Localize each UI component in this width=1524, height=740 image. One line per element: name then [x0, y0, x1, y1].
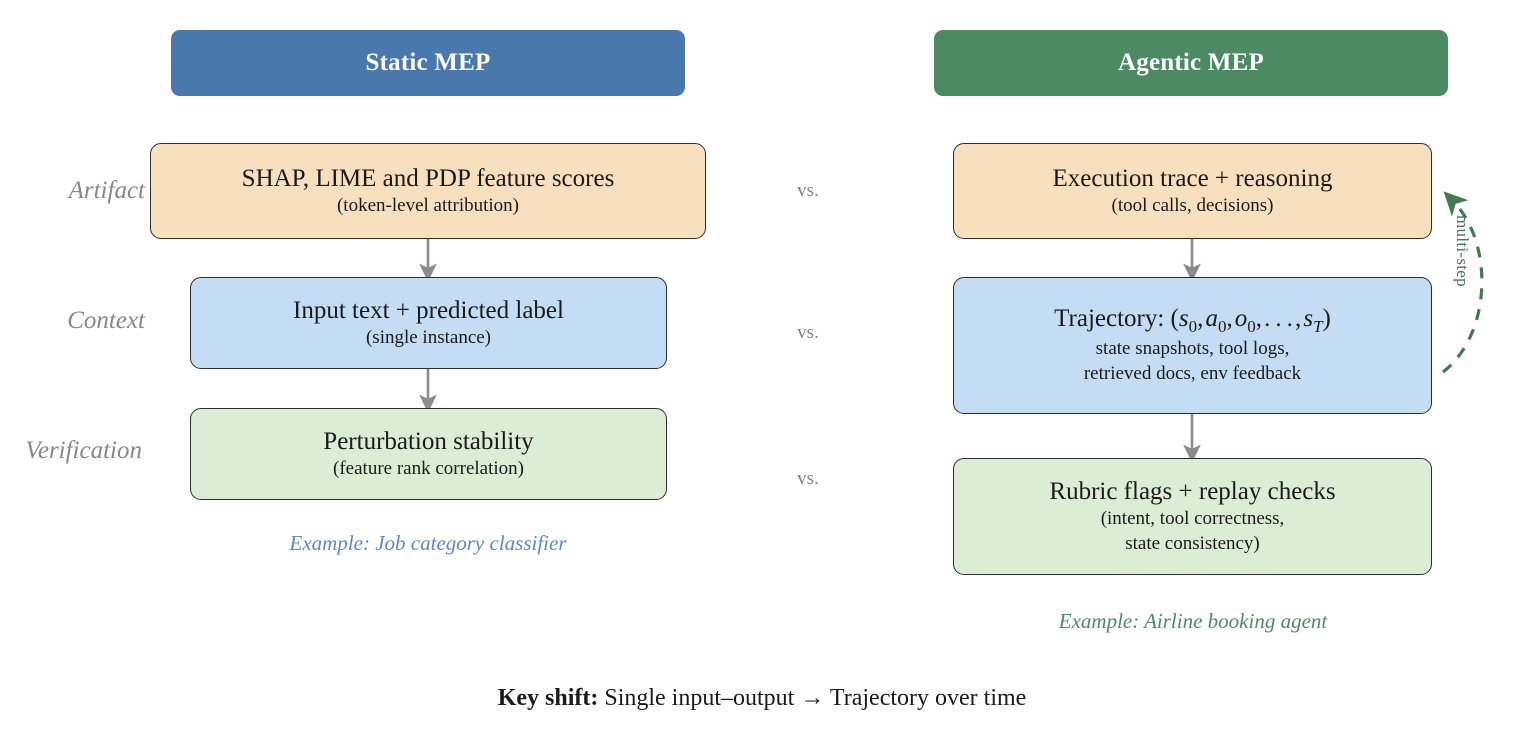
node-static-verification-subtitle: (feature rank correlation): [333, 457, 524, 479]
key-shift-bold-prefix: Key shift:: [497, 685, 599, 711]
node-agentic-context-title-math: (s0, a0, o0, . . . , sT): [1170, 305, 1331, 337]
column-header-agentic-mep: Agentic MEP: [934, 30, 1448, 96]
node-static-verification-title: Perturbation stability: [323, 427, 534, 455]
node-agentic-context-title-prefix: Trajectory:: [1054, 305, 1165, 333]
node-agentic-verification-subtitle-line1: (intent, tool correctness,: [1100, 507, 1285, 529]
example-caption-static: Example: Job category classifier: [289, 531, 567, 555]
row-label-context: Context: [67, 307, 145, 334]
node-static-artifact[interactable]: SHAP, LIME and PDP feature scores (token…: [150, 143, 706, 239]
node-static-context-subtitle: (single instance): [365, 326, 492, 348]
node-agentic-artifact-subtitle: (tool calls, decisions): [1111, 194, 1274, 216]
node-agentic-verification-subtitle-line2: state consistency): [1125, 532, 1260, 554]
node-static-context-title: Input text + predicted label: [293, 296, 564, 324]
column-header-static-label: Static MEP: [365, 49, 491, 76]
node-agentic-artifact-title: Execution trace + reasoning: [1052, 164, 1333, 192]
vs-label-artifact: vs.: [797, 180, 819, 201]
key-shift-text: Single input–output → Trajectory over ti…: [598, 685, 1027, 711]
vs-label-context: vs.: [797, 322, 819, 343]
node-agentic-context[interactable]: Trajectory: (s0, a0, o0, . . . , sT) sta…: [953, 277, 1432, 414]
example-caption-agentic: Example: Airline booking agent: [1058, 609, 1328, 633]
node-static-verification[interactable]: Perturbation stability (feature rank cor…: [190, 408, 667, 500]
key-shift-caption: Key shift: Single input–output → Traject…: [0, 685, 1524, 712]
node-agentic-context-subtitle-line1: state snapshots, tool logs,: [1095, 338, 1290, 360]
node-agentic-artifact[interactable]: Execution trace + reasoning (tool calls,…: [953, 143, 1432, 239]
row-label-artifact: Artifact: [68, 177, 145, 204]
column-header-agentic-label: Agentic MEP: [1118, 49, 1264, 76]
node-agentic-context-subtitle-line2: retrieved docs, env feedback: [1083, 363, 1302, 385]
node-agentic-context-title: Trajectory: (s0, a0, o0, . . . , sT): [1054, 305, 1331, 336]
column-header-static-mep: Static MEP: [171, 30, 685, 96]
node-static-context[interactable]: Input text + predicted label (single ins…: [190, 277, 667, 369]
node-agentic-verification-title: Rubric flags + replay checks: [1049, 477, 1336, 505]
node-static-artifact-subtitle: (token-level attribution): [336, 194, 520, 216]
multi-step-loop-label: multi-step: [1453, 215, 1472, 287]
node-static-artifact-title: SHAP, LIME and PDP feature scores: [241, 164, 615, 192]
row-label-verification: Verification: [25, 437, 142, 464]
node-agentic-verification[interactable]: Rubric flags + replay checks (intent, to…: [953, 458, 1432, 575]
vs-label-verification: vs.: [797, 468, 819, 489]
